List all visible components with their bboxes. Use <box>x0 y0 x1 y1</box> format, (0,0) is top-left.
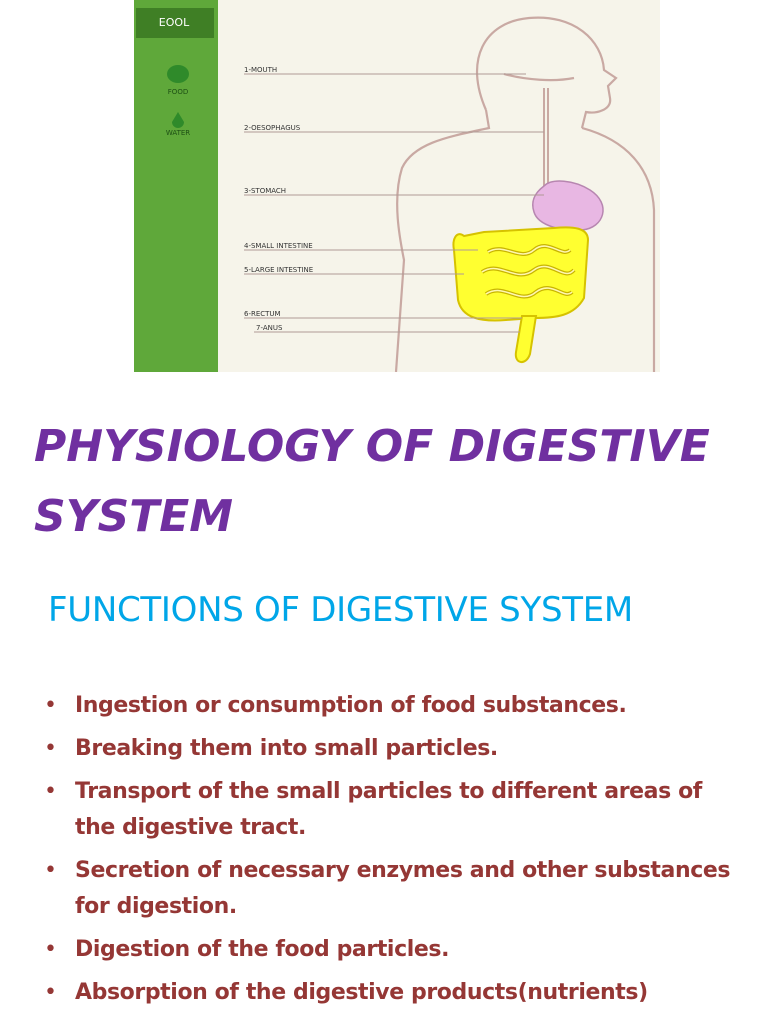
label-leader-lines <box>244 73 544 333</box>
list-item-text: Secretion of necessary enzymes and other… <box>75 858 731 919</box>
digestive-system-figure: EOOL FOOD WATER <box>134 0 660 372</box>
bullet-icon: • <box>44 937 57 962</box>
label-mouth: 1-MOUTH <box>244 66 277 74</box>
functions-list: • Ingestion or consumption of food substa… <box>40 688 740 1018</box>
section-heading: FUNCTIONS OF DIGESTIVE SYSTEM <box>48 590 633 630</box>
list-item: • Breaking them into small particles. <box>40 731 740 767</box>
sidebar-water-label: WATER <box>166 129 190 137</box>
label-anus: 7-ANUS <box>256 324 283 332</box>
list-item-text: Absorption of the digestive products(nut… <box>75 980 648 1005</box>
label-oesophagus: 2-OESOPHAGUS <box>244 124 301 132</box>
diagram-sidebar <box>134 0 218 372</box>
digestive-system-diagram: EOOL FOOD WATER <box>134 0 656 372</box>
food-icon <box>167 65 189 83</box>
label-large-intestine: 5-LARGE INTESTINE <box>244 266 313 274</box>
list-item: • Absorption of the digestive products(nu… <box>40 975 740 1011</box>
list-item-text: Digestion of the food particles. <box>75 937 450 962</box>
bullet-icon: • <box>44 980 57 1005</box>
sidebar-food-label: FOOD <box>168 88 188 96</box>
bullet-icon: • <box>44 858 57 883</box>
body-outline <box>394 16 656 372</box>
bullet-icon: • <box>44 693 57 718</box>
water-icon <box>172 112 184 128</box>
bullet-icon: • <box>44 736 57 761</box>
bullet-icon: • <box>44 779 57 804</box>
list-item-text: Ingestion or consumption of food substan… <box>75 693 627 718</box>
list-item: • Ingestion or consumption of food substa… <box>40 688 740 724</box>
label-stomach: 3-STOMACH <box>244 187 286 195</box>
sidebar-logo-text: EOOL <box>159 16 190 29</box>
list-item: • Digestion of the food particles. <box>40 932 740 968</box>
list-item-text: Transport of the small particles to diff… <box>75 779 702 840</box>
label-small-intestine: 4-SMALL INTESTINE <box>244 242 313 250</box>
list-item-text: Breaking them into small particles. <box>75 736 498 761</box>
stomach-shape <box>532 180 604 232</box>
label-rectum: 6-RECTUM <box>244 310 281 318</box>
rectum-shape <box>514 315 538 363</box>
list-item: • Secretion of necessary enzymes and othe… <box>40 853 740 925</box>
list-item: • Transport of the small particles to dif… <box>40 774 740 846</box>
sidebar-logo-box <box>136 8 214 38</box>
page-title: PHYSIOLOGY OF DIGESTIVE SYSTEM <box>34 421 710 542</box>
